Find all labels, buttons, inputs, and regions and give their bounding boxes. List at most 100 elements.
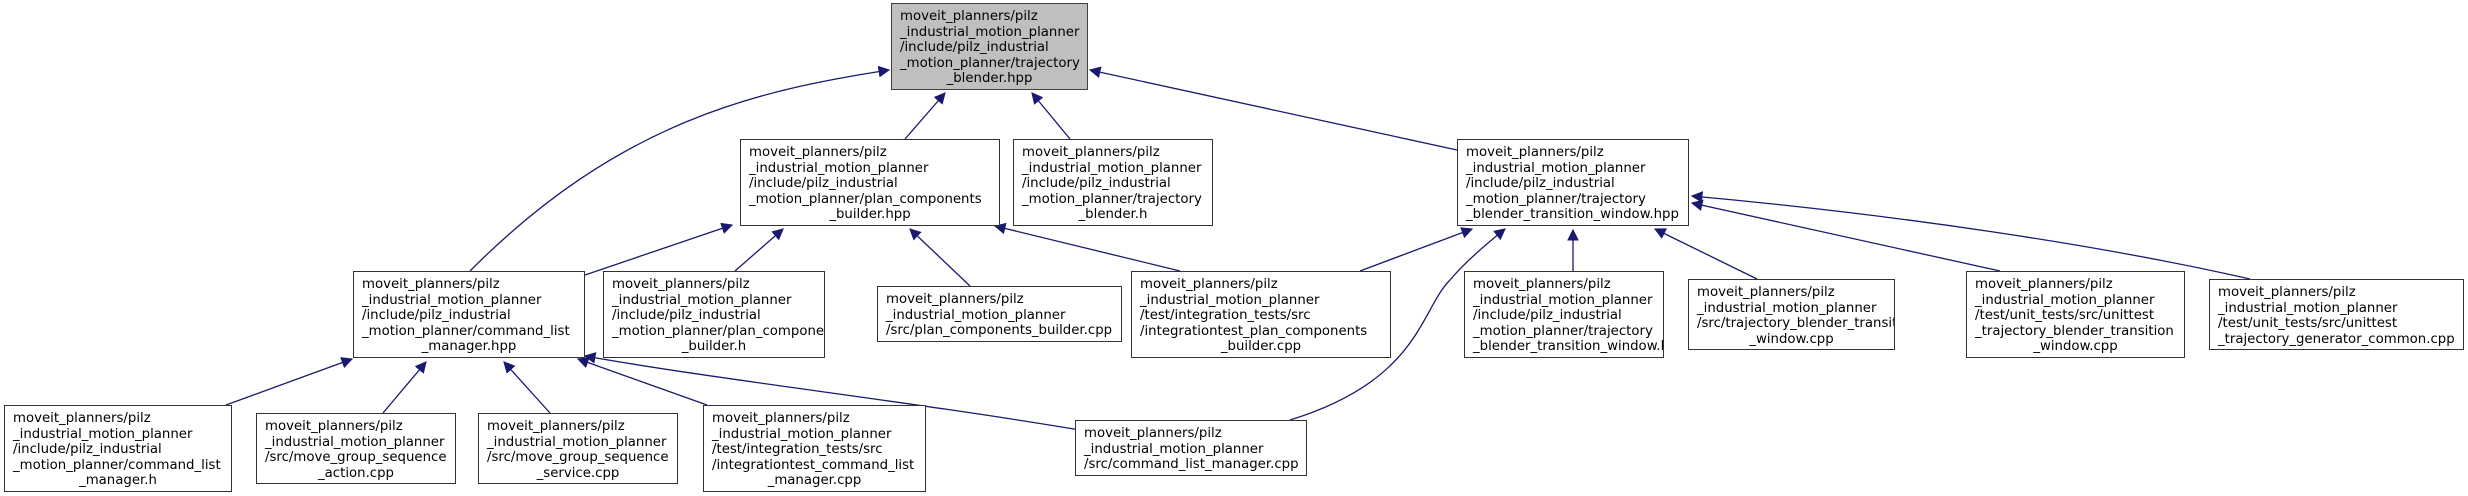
node-label-line: _industrial_motion_planner bbox=[1466, 160, 1646, 176]
graph-node-n12[interactable]: moveit_planners/pilz_industrial_motion_p… bbox=[4, 405, 232, 492]
node-label-line: _industrial_motion_planner bbox=[487, 434, 667, 450]
node-label-line: _trajectory_blender_transition bbox=[1975, 323, 2174, 339]
graph-node-n14[interactable]: moveit_planners/pilz_industrial_motion_p… bbox=[478, 413, 678, 484]
node-label-line: /src/move_group_sequence bbox=[487, 450, 669, 465]
node-label-line: _industrial_motion_planner bbox=[362, 292, 542, 308]
node-label-line: _motion_planner/command_list bbox=[362, 323, 570, 339]
node-label-line: moveit_planners/pilz bbox=[1473, 277, 1611, 292]
node-label-line: _builder.cpp bbox=[1220, 339, 1302, 354]
node-label-line: /include/pilz_industrial bbox=[900, 40, 1049, 55]
dependency-edge-n11-to-n3 bbox=[1690, 191, 2251, 280]
node-label-line: _blender_transition_window.hpp bbox=[1466, 207, 1679, 222]
node-label-line: _builder.hpp bbox=[829, 207, 911, 222]
dependency-edge-n6-to-n1 bbox=[909, 228, 971, 287]
node-label-line: moveit_planners/pilz bbox=[900, 9, 1038, 24]
node-label-line: moveit_planners/pilz bbox=[712, 411, 850, 426]
node-label-line: _industrial_motion_planner bbox=[265, 434, 445, 450]
dependency-edge-n14-to-n4 bbox=[503, 361, 551, 414]
graph-node-n8[interactable]: moveit_planners/pilz_industrial_motion_p… bbox=[1464, 271, 1664, 358]
node-label-line: _industrial_motion_planner bbox=[1140, 292, 1320, 308]
dependency-edge-n7-to-n3 bbox=[1359, 227, 1474, 272]
dependency-edge-n13-to-n4 bbox=[382, 361, 427, 414]
node-label-line: /include/pilz_industrial bbox=[612, 308, 761, 323]
node-label-line: /include/pilz_industrial bbox=[749, 176, 898, 191]
dependency-edge-n7-to-n1 bbox=[993, 222, 1181, 272]
node-label-line: _industrial_motion_planner bbox=[712, 426, 892, 442]
node-label-line: /src/trajectory_blender_transition bbox=[1697, 316, 1894, 331]
node-label-line: _motion_planner/trajectory bbox=[1466, 191, 1646, 207]
node-label-line: _motion_planner/trajectory bbox=[1022, 191, 1202, 207]
graph-node-n10[interactable]: moveit_planners/pilz_industrial_motion_p… bbox=[1966, 271, 2185, 358]
node-label-line: _industrial_motion_planner bbox=[2218, 300, 2398, 316]
node-label-line: _industrial_motion_planner bbox=[900, 24, 1080, 40]
node-label-line: _motion_planner/command_list bbox=[13, 457, 221, 473]
node-label-line: /src/command_list_manager.cpp bbox=[1084, 457, 1299, 472]
node-label-line: _industrial_motion_planner bbox=[612, 292, 792, 308]
node-label-line: _trajectory_generator_common.cpp bbox=[2218, 331, 2455, 347]
node-label-line: _window.cpp bbox=[2033, 339, 2118, 354]
node-label-line: _blender_transition_window.h bbox=[1473, 339, 1664, 354]
graph-node-n5[interactable]: moveit_planners/pilz_industrial_motion_p… bbox=[603, 271, 825, 358]
graph-node-n7[interactable]: moveit_planners/pilz_industrial_motion_p… bbox=[1131, 271, 1391, 358]
node-label-line: _manager.hpp bbox=[421, 339, 517, 354]
node-label-line: moveit_planners/pilz bbox=[487, 419, 625, 434]
graph-node-n4[interactable]: moveit_planners/pilz_industrial_motion_p… bbox=[353, 271, 585, 358]
node-label-line: moveit_planners/pilz bbox=[1466, 145, 1604, 160]
dependency-edge-n12-to-n4 bbox=[225, 357, 354, 406]
node-label-line: _industrial_motion_planner bbox=[13, 426, 193, 442]
node-label-line: /include/pilz_industrial bbox=[1022, 176, 1171, 191]
dependency-edge-n15-to-n4 bbox=[576, 357, 708, 406]
dependency-edge-n1-to-n0 bbox=[904, 92, 946, 140]
node-label-line: /test/unit_tests/src/unittest bbox=[2218, 316, 2398, 331]
node-label-line: moveit_planners/pilz bbox=[1975, 277, 2113, 292]
node-label-line: moveit_planners/pilz bbox=[1697, 285, 1835, 300]
node-label-line: moveit_planners/pilz bbox=[886, 292, 1024, 307]
graph-node-n2[interactable]: moveit_planners/pilz_industrial_motion_p… bbox=[1013, 139, 1213, 226]
graph-node-n16[interactable]: moveit_planners/pilz_industrial_motion_p… bbox=[1075, 420, 1307, 476]
node-label-line: /integrationtest_plan_components bbox=[1140, 323, 1368, 339]
dependency-edge-n16-to-n4 bbox=[583, 352, 1081, 431]
node-label-line: _industrial_motion_planner bbox=[1473, 292, 1653, 308]
node-label-line: _manager.h bbox=[79, 473, 157, 488]
node-label-line: /include/pilz_industrial bbox=[1466, 176, 1615, 191]
node-label-line: /test/unit_tests/src/unittest bbox=[1975, 308, 2155, 323]
graph-node-n15[interactable]: moveit_planners/pilz_industrial_motion_p… bbox=[703, 405, 926, 492]
dependency-edge-n3-to-n0 bbox=[1088, 66, 1458, 151]
node-label-line: _industrial_motion_planner bbox=[1975, 292, 2155, 308]
node-label-line: moveit_planners/pilz bbox=[1022, 145, 1160, 160]
node-label-line: _industrial_motion_planner bbox=[1022, 160, 1202, 176]
node-label-line: /src/plan_components_builder.cpp bbox=[886, 323, 1113, 338]
node-label-line: moveit_planners/pilz bbox=[1140, 277, 1278, 292]
node-label-line: moveit_planners/pilz bbox=[13, 411, 151, 426]
node-label-line: /include/pilz_industrial bbox=[362, 308, 511, 323]
graph-node-n13[interactable]: moveit_planners/pilz_industrial_motion_p… bbox=[256, 413, 456, 484]
node-label-line: moveit_planners/pilz bbox=[612, 277, 750, 292]
node-label-line: /include/pilz_industrial bbox=[1473, 308, 1622, 323]
node-label-line: /src/move_group_sequence bbox=[265, 450, 447, 465]
node-label-line: _motion_planner/plan_components bbox=[612, 323, 825, 339]
node-label-line: moveit_planners/pilz bbox=[1084, 426, 1222, 441]
node-label-line: _blender.h bbox=[1078, 207, 1148, 222]
node-label-line: _blender.hpp bbox=[946, 71, 1033, 86]
node-label-line: /integrationtest_command_list bbox=[712, 457, 915, 473]
graph-node-n1[interactable]: moveit_planners/pilz_industrial_motion_p… bbox=[740, 139, 1000, 226]
node-label-line: _action.cpp bbox=[318, 465, 394, 481]
node-label-line: _industrial_motion_planner bbox=[749, 160, 929, 176]
node-label-line: _industrial_motion_planner bbox=[1084, 441, 1264, 457]
node-label-line: _industrial_motion_planner bbox=[886, 307, 1066, 323]
node-label-line: _window.cpp bbox=[1749, 331, 1834, 347]
graph-node-n6[interactable]: moveit_planners/pilz_industrial_motion_p… bbox=[877, 286, 1122, 342]
node-label-line: _builder.h bbox=[681, 339, 747, 354]
graph-node-n9[interactable]: moveit_planners/pilz_industrial_motion_p… bbox=[1688, 279, 1895, 350]
node-label-line: _industrial_motion_planner bbox=[1697, 300, 1877, 316]
dependency-edge-n10-to-n3 bbox=[1690, 199, 2001, 272]
node-label-line: _motion_planner/plan_components bbox=[749, 191, 982, 207]
graph-node-n3[interactable]: moveit_planners/pilz_industrial_motion_p… bbox=[1457, 139, 1689, 226]
node-label-line: /test/integration_tests/src bbox=[712, 442, 883, 457]
dependency-edge-n9-to-n3 bbox=[1653, 228, 1758, 280]
graph-root-node: moveit_planners/pilz_industrial_motion_p… bbox=[891, 3, 1088, 90]
node-label-line: _motion_planner/trajectory bbox=[1473, 323, 1653, 339]
dependency-edge-n2-to-n0 bbox=[1031, 92, 1071, 140]
graph-node-n11[interactable]: moveit_planners/pilz_industrial_motion_p… bbox=[2209, 279, 2464, 350]
